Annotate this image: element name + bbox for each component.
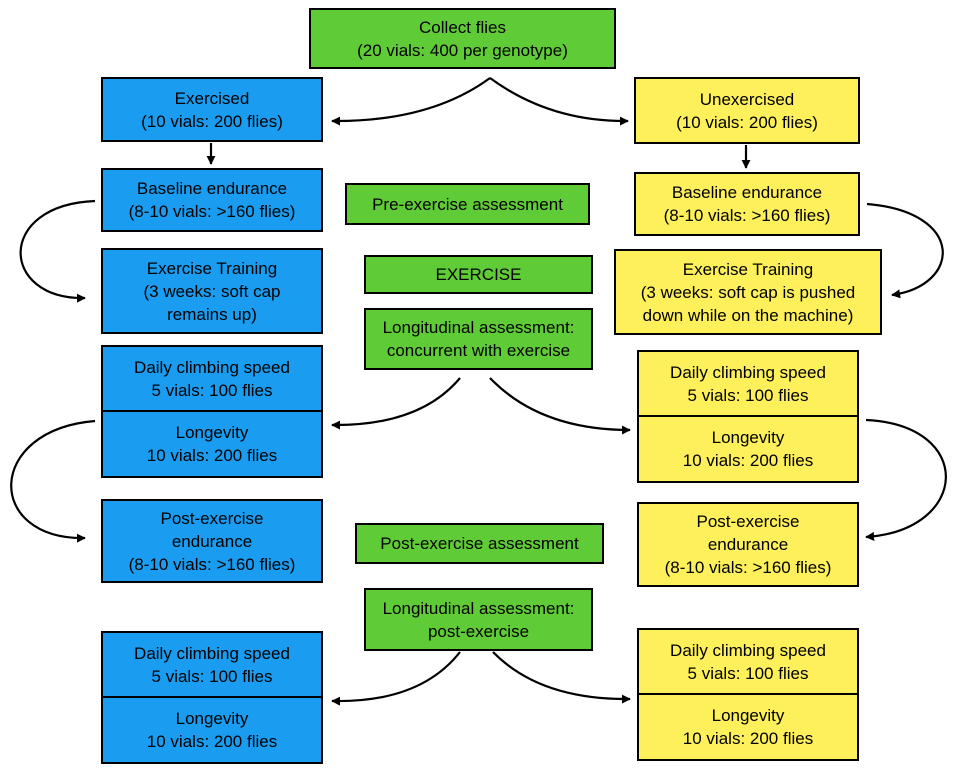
unexercised-climbing-post-label: Daily climbing speed: [670, 640, 826, 660]
arrow-left-baseline-to-training: [19, 199, 96, 303]
exercised-longevity-box: Longevity 10 vials: 200 flies: [101, 410, 323, 478]
unexercised-training-detail-1: (3 weeks: soft cap is pushed: [640, 282, 856, 302]
exercised-post-endurance-box: Post-exercise endurance (8-10 vials: >16…: [101, 499, 323, 583]
unexercised-longevity-post-label: Longevity: [711, 706, 785, 725]
unexercised-baseline-label: Baseline endurance: [671, 183, 823, 202]
unexercised-group-detail: (10 vials: 200 flies): [676, 112, 818, 132]
exercised-baseline-detail: (8-10 vials: >160 flies): [128, 202, 296, 221]
unexercised-climbing-post-detail: 5 vials: 100 flies: [687, 663, 809, 683]
unexercised-group-box: Unexercised (10 vials: 200 flies): [634, 77, 860, 144]
exercised-longevity-detail: 10 vials: 200 flies: [146, 446, 278, 465]
exercised-training-box: Exercise Training (3 weeks: soft cap rem…: [101, 248, 323, 334]
unexercised-climbing-label: Daily climbing speed: [670, 362, 826, 382]
unexercised-baseline-detail: (8-10 vials: >160 flies): [663, 206, 831, 225]
exercised-climbing-detail: 5 vials: 100 flies: [151, 380, 273, 400]
exercised-longevity-post-label: Longevity: [175, 709, 249, 728]
exercise-label: EXERCISE: [435, 265, 522, 284]
unexercised-post-endurance-label: Post-exercise: [696, 512, 800, 531]
exercised-longevity-post-detail: 10 vials: 200 flies: [146, 732, 278, 751]
unexercised-post-endurance-box: Post-exercise endurance (8-10 vials: >16…: [637, 502, 859, 587]
unexercised-baseline-box: Baseline endurance (8-10 vials: >160 fli…: [634, 172, 860, 236]
unexercised-climbing-detail: 5 vials: 100 flies: [687, 385, 809, 405]
unexercised-longevity-post-detail: 10 vials: 200 flies: [682, 729, 814, 748]
arrow-right-longevity-to-post: [865, 418, 947, 541]
unexercised-training-label: Exercise Training: [682, 259, 814, 279]
exercised-climbing-box: Daily climbing speed 5 vials: 100 flies: [101, 345, 323, 412]
exercised-group-box: Exercised (10 vials: 200 flies): [101, 77, 323, 142]
arrow-mid-to-left: [331, 377, 461, 430]
pre-exercise-assessment-box: Pre-exercise assessment: [345, 183, 590, 225]
exercised-climbing-post-box: Daily climbing speed 5 vials: 100 flies: [101, 631, 323, 698]
arrow-bottom-to-right: [492, 651, 631, 704]
unexercised-longevity-label: Longevity: [711, 428, 785, 447]
exercised-post-endurance-label: Post-exercise: [160, 508, 264, 528]
collect-flies-title: Collect flies: [419, 17, 506, 37]
unexercised-longevity-post-box: Longevity 10 vials: 200 flies: [637, 693, 859, 761]
unexercised-training-detail-2: down while on the machine): [642, 305, 854, 325]
exercised-climbing-label: Daily climbing speed: [134, 357, 290, 377]
exercise-box: EXERCISE: [364, 255, 593, 294]
post-exercise-assessment-box: Post-exercise assessment: [355, 523, 604, 564]
longitudinal-post-box: Longitudinal assessment: post-exercise: [364, 588, 593, 651]
exercised-baseline-label: Baseline endurance: [136, 179, 288, 198]
collect-flies-detail: (20 vials: 400 per genotype): [357, 40, 568, 60]
unexercised-longevity-detail: 10 vials: 200 flies: [682, 451, 814, 470]
arrow-mid-to-right: [489, 377, 631, 435]
arrow-to-unexercised: [489, 77, 629, 126]
exercised-baseline-box: Baseline endurance (8-10 vials: >160 fli…: [101, 168, 323, 232]
collect-flies-box: Collect flies (20 vials: 400 per genotyp…: [309, 8, 616, 69]
unexercised-climbing-box: Daily climbing speed 5 vials: 100 flies: [637, 350, 859, 417]
unexercised-climbing-post-box: Daily climbing speed 5 vials: 100 flies: [637, 628, 859, 695]
arrow-left-longevity-to-post: [10, 419, 96, 543]
unexercised-post-endurance-label-2: endurance: [707, 535, 789, 554]
longitudinal-concurrent-box: Longitudinal assessment: concurrent with…: [364, 308, 593, 370]
exercised-longevity-post-box: Longevity 10 vials: 200 flies: [101, 696, 323, 764]
unexercised-post-endurance-detail: (8-10 vials: >160 flies): [664, 558, 832, 577]
longitudinal-concurrent-label-2: concurrent with exercise: [386, 341, 571, 360]
arrow-bottom-to-left: [331, 651, 461, 706]
exercised-post-endurance-detail: (8-10 vials: >160 flies): [128, 554, 296, 574]
unexercised-group-label: Unexercised: [699, 89, 795, 109]
exercised-training-label: Exercise Training: [146, 258, 278, 278]
pre-exercise-assessment-label: Pre-exercise assessment: [372, 194, 563, 214]
exercised-group-detail: (10 vials: 200 flies): [141, 111, 283, 131]
longitudinal-post-label-2: post-exercise: [427, 621, 530, 641]
exercised-longevity-label: Longevity: [175, 423, 249, 442]
exercised-group-label: Exercised: [174, 88, 250, 108]
post-exercise-assessment-label: Post-exercise assessment: [380, 534, 579, 553]
arrow-to-exercised: [331, 77, 491, 126]
longitudinal-concurrent-label-1: Longitudinal assessment:: [382, 318, 575, 337]
unexercised-longevity-box: Longevity 10 vials: 200 flies: [637, 415, 859, 483]
exercised-post-endurance-label-2: endurance: [171, 531, 253, 551]
longitudinal-post-label-1: Longitudinal assessment:: [382, 598, 575, 618]
exercised-training-detail-1: (3 weeks: soft cap: [143, 281, 281, 301]
exercised-climbing-post-detail: 5 vials: 100 flies: [151, 666, 273, 686]
exercised-training-detail-2: remains up): [167, 304, 257, 324]
exercised-climbing-post-label: Daily climbing speed: [134, 643, 290, 663]
unexercised-training-box: Exercise Training (3 weeks: soft cap is …: [614, 249, 882, 335]
